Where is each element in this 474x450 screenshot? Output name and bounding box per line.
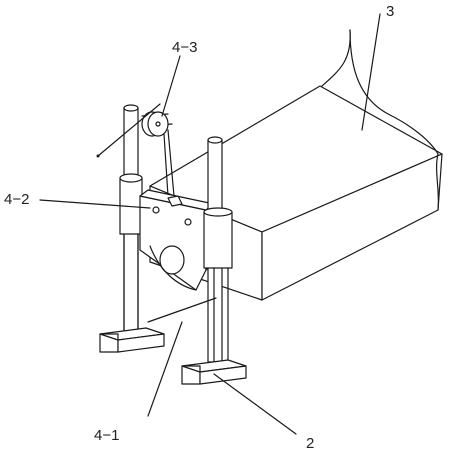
legs-part-4-1: [123, 233, 229, 363]
label-part-4-1: 4−1: [94, 427, 119, 444]
slider-body-part-4-2: [139, 189, 215, 291]
foot-plates-part-2: [99, 327, 247, 385]
rear-guide-pole: [119, 104, 143, 337]
label-part-3: 3: [386, 3, 394, 20]
label-part-4-3: 4−3: [172, 39, 197, 56]
label-part-4-2: 4−2: [4, 191, 29, 208]
front-guide-pole: [203, 136, 233, 363]
label-part-2: 2: [306, 435, 314, 450]
leader-lines: [39, 13, 381, 435]
pulley-part-4-3: [96, 103, 175, 197]
